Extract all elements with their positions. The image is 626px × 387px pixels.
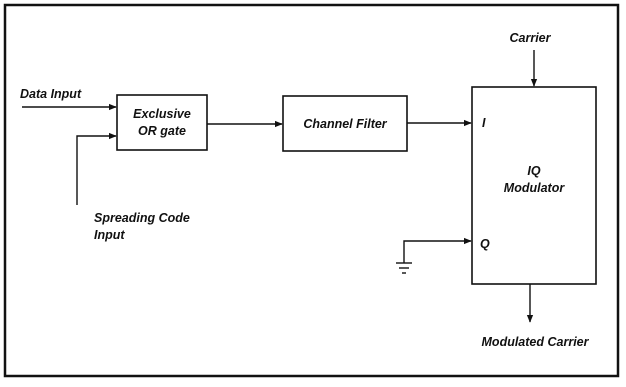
- modulated-carrier-label: Modulated Carrier: [482, 335, 590, 349]
- xor-gate-label-line1: Exclusive: [133, 107, 191, 121]
- spreading-code-label-line2: Input: [94, 228, 125, 242]
- data-input-label: Data Input: [20, 87, 82, 101]
- port-q-label: Q: [480, 237, 490, 251]
- xor-gate-label-line2: OR gate: [138, 124, 186, 138]
- iq-modulator-label-line1: IQ: [527, 164, 540, 178]
- iq-modulator-block: [471, 86, 597, 285]
- outer-frame: [3, 3, 620, 378]
- carrier-label: Carrier: [510, 31, 552, 45]
- spreading-code-arrow: [76, 132, 117, 205]
- xor-gate-block: [116, 94, 208, 151]
- ground-icon: [396, 262, 412, 274]
- port-i-label: I: [482, 116, 486, 130]
- channel-filter-label: Channel Filter: [303, 117, 387, 131]
- channel-filter-block: [282, 95, 408, 152]
- spreading-code-label-line1: Spreading Code: [94, 211, 190, 225]
- q-input-arrow: [403, 237, 472, 263]
- iq-modulator-label-line2: Modulator: [504, 181, 566, 195]
